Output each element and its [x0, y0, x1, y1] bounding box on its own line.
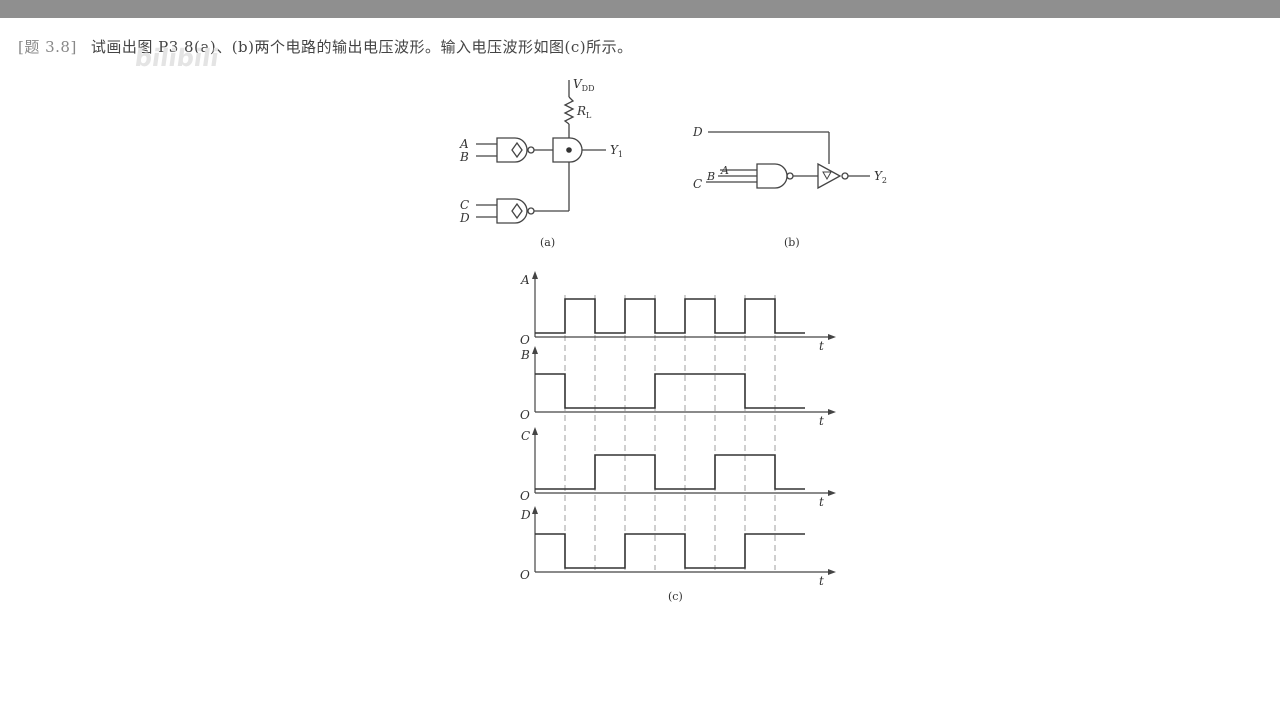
origin-label: O	[520, 333, 530, 347]
time-axis-arrow	[828, 490, 836, 496]
circuit-b	[706, 131, 870, 190]
nand-gate-ab	[496, 137, 528, 163]
voltage-axis-arrow	[532, 346, 538, 354]
waveform-a	[535, 298, 805, 334]
tristate-buffer	[817, 162, 842, 190]
signal-label: D	[520, 508, 531, 522]
gate1-bubble	[527, 146, 535, 154]
waveform-c	[535, 454, 805, 490]
circuit-a	[476, 80, 606, 224]
waveform-b	[535, 373, 805, 409]
label-c: C	[460, 198, 469, 212]
wired-and-symbol	[552, 137, 583, 163]
voltage-axis-arrow	[532, 427, 538, 435]
time-axis-arrow	[828, 409, 836, 415]
voltage-axis-arrow	[532, 271, 538, 279]
nand-bubble	[786, 172, 794, 180]
signal-label: A	[520, 273, 530, 287]
time-label: t	[819, 339, 824, 353]
problem-text: 试画出图 P3.8(a)、(b)两个电路的输出电压波形。输入电压波形如图(c)所…	[90, 38, 633, 56]
y1-label: Y1	[610, 143, 623, 159]
label-a-b: A	[720, 164, 729, 177]
rl-label: RL	[576, 104, 592, 120]
voltage-axis-arrow	[532, 506, 538, 514]
origin-label: O	[520, 489, 530, 503]
resistor-rl	[563, 96, 575, 125]
problem-number: [题 3.8]	[18, 38, 77, 56]
time-axis-arrow	[828, 569, 836, 575]
y2-label: Y2	[874, 169, 887, 185]
od-symbol-1	[511, 141, 523, 159]
top-bar	[0, 0, 1280, 18]
caption-b: (b)	[784, 236, 800, 249]
origin-label: O	[520, 568, 530, 582]
waveform-d	[535, 533, 805, 569]
time-label: t	[819, 574, 824, 588]
signal-label: B	[520, 348, 530, 362]
origin-label: O	[520, 408, 530, 422]
caption-c: (c)	[668, 590, 683, 603]
junction-dot	[566, 147, 572, 153]
label-c-b: C	[693, 177, 702, 191]
label-d: D	[459, 211, 470, 225]
tristate-mark	[822, 171, 832, 181]
time-axis-arrow	[828, 334, 836, 340]
time-label: t	[819, 414, 824, 428]
buffer-bubble	[841, 172, 849, 180]
vdd-label: VDD	[573, 77, 595, 93]
nand-gate-abc	[756, 163, 788, 189]
label-a: A	[459, 137, 469, 151]
signal-label: C	[521, 429, 530, 443]
problem-statement: [题 3.8] 试画出图 P3.8(a)、(b)两个电路的输出电压波形。输入电压波…	[18, 36, 633, 57]
nand-gate-cd	[496, 198, 528, 224]
label-b-b: B	[706, 170, 715, 183]
label-b: B	[459, 150, 469, 164]
time-label: t	[819, 495, 824, 509]
gate2-bubble	[527, 207, 535, 215]
caption-a: (a)	[540, 236, 555, 249]
od-symbol-2	[511, 202, 523, 220]
label-d-b: D	[692, 125, 703, 139]
